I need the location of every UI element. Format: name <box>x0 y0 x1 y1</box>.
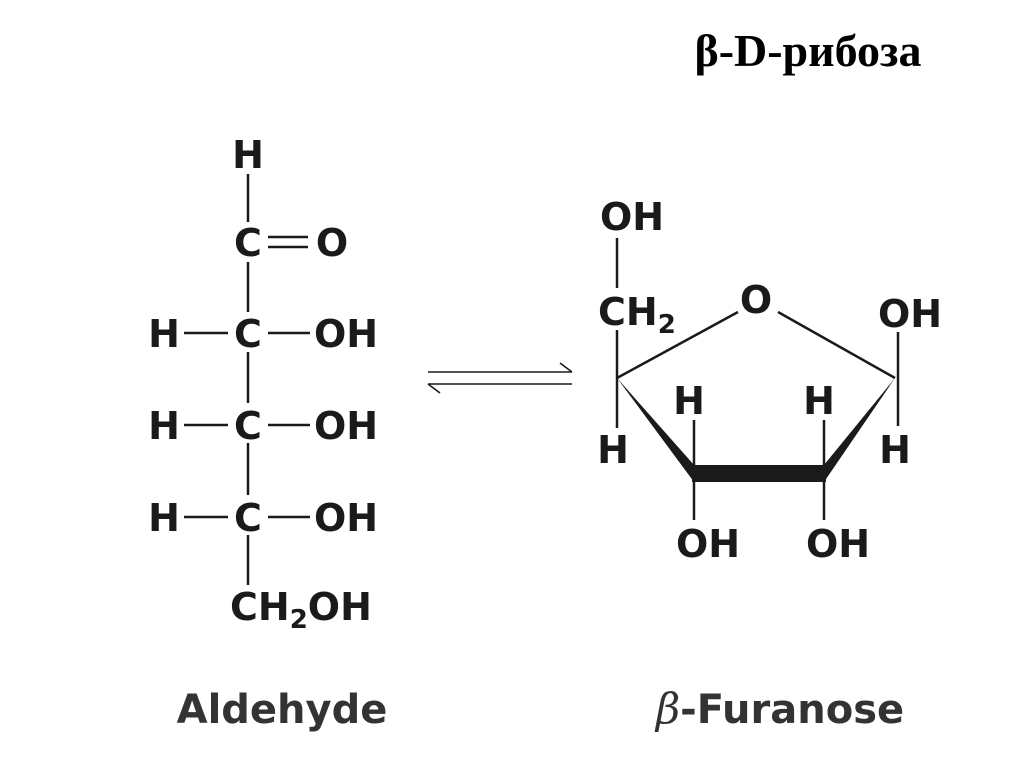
atom-row3-oh: OH <box>314 404 378 448</box>
atom-row3-c: C <box>234 404 262 448</box>
atom-top-oh: OH <box>600 195 664 239</box>
atom-c3-h: H <box>673 379 705 423</box>
aldehyde-caption: Aldehyde <box>177 687 388 733</box>
beta-symbol: β <box>654 684 680 733</box>
atom-right-oh: OH <box>878 292 942 336</box>
furanose-caption: β-Furanose <box>654 684 904 733</box>
atom-ch2oh: CH2OH <box>230 585 372 635</box>
atom-ch2oh-oh: OH <box>308 585 372 629</box>
ring-wedge-c4-c3 <box>617 378 694 482</box>
atom-row2-c: C <box>234 312 262 356</box>
atom-top-h: H <box>232 133 264 177</box>
furanose-structure: OH CH2 O OH H H H H OH OH <box>597 195 942 566</box>
aldehyde-structure: H C O H C OH H C OH H C OH CH2OH <box>148 133 378 635</box>
atom-row3-h: H <box>148 404 180 448</box>
atom-c1-h: H <box>879 428 911 472</box>
atom-ch2: CH2 <box>598 290 676 340</box>
ring-bold-c3-c2 <box>692 465 826 482</box>
diagram-title: β-D-рибоза <box>694 25 921 76</box>
ring-bond-o-c1 <box>777 310 896 380</box>
reverse-arrow-head <box>427 383 441 394</box>
equilibrium-arrows <box>427 362 573 394</box>
atom-ch2oh-subscript: 2 <box>290 605 308 635</box>
atom-ch2oh-ch: CH <box>230 585 290 629</box>
atom-row2-oh: OH <box>314 312 378 356</box>
atom-row2-h: H <box>148 312 180 356</box>
atom-c1: C <box>234 221 262 265</box>
atom-ch2-ch: CH <box>598 290 658 334</box>
atom-o1: O <box>316 221 348 265</box>
forward-arrow-head <box>559 362 573 373</box>
atom-c2-h: H <box>803 379 835 423</box>
atom-c4-h: H <box>597 428 629 472</box>
atom-c3-oh: OH <box>676 522 740 566</box>
atom-row4-oh: OH <box>314 496 378 540</box>
atom-row4-c: C <box>234 496 262 540</box>
atom-row4-h: H <box>148 496 180 540</box>
ring-wedge-c2-c1 <box>824 378 895 482</box>
atom-c2-oh: OH <box>806 522 870 566</box>
furanose-caption-text: -Furanose <box>680 687 904 733</box>
atom-ch2-subscript: 2 <box>658 310 676 340</box>
ring-bond-c4-o <box>616 310 739 380</box>
atom-ring-o: O <box>740 278 772 322</box>
